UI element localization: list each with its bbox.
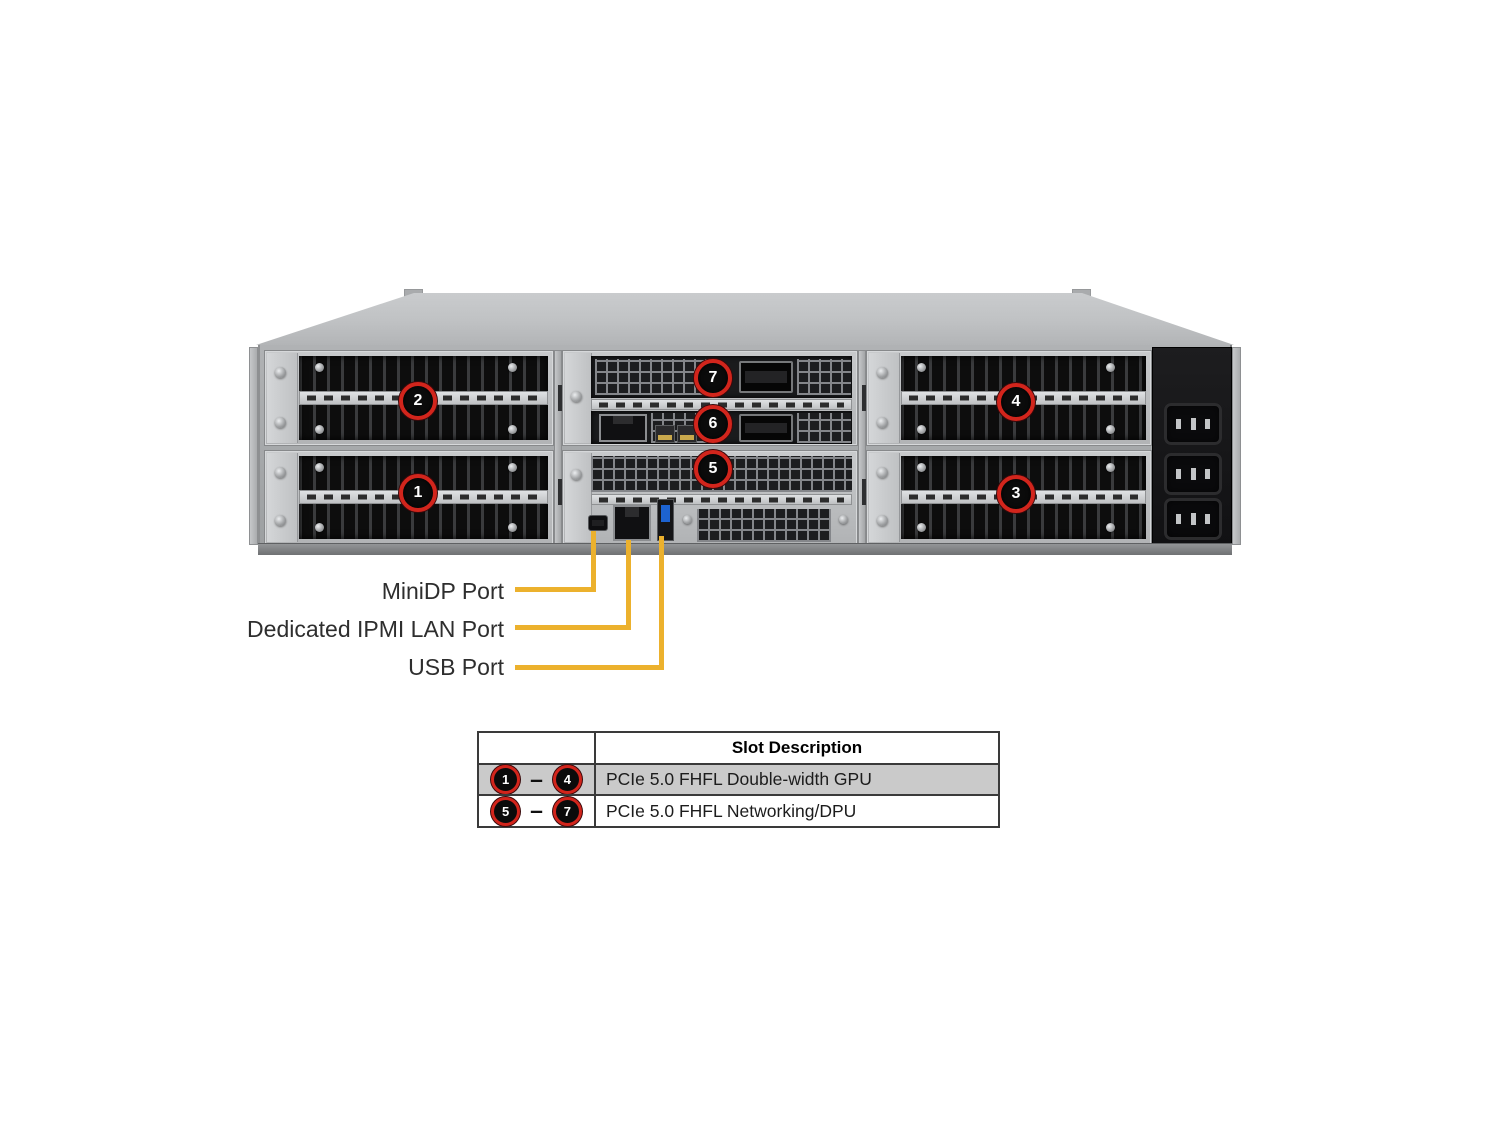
- power-inlet-icon: [1164, 498, 1222, 540]
- slot-description-table: Slot Description 1 – 4 PCIe 5.0 FHFL Dou…: [477, 731, 1000, 828]
- screw-icon: [508, 425, 517, 434]
- slot-badge-2: 2: [399, 382, 437, 420]
- table-header-description-cell: Slot Description: [731, 737, 863, 757]
- slot-bracket: [869, 453, 900, 542]
- screw-icon: [917, 363, 926, 372]
- screw-icon: [571, 469, 582, 480]
- screw-icon: [275, 467, 286, 478]
- lan-port-icon: [599, 414, 647, 442]
- io-perforation: [697, 509, 831, 542]
- table-header-row: Slot Description: [479, 733, 998, 763]
- callout-line-ipmi-vertical: [626, 540, 631, 630]
- slot-badge-7: 7: [694, 359, 732, 397]
- power-inlet-icon: [1164, 403, 1222, 445]
- screw-icon: [1106, 523, 1115, 532]
- screw-icon: [1106, 425, 1115, 434]
- table-row-gpu-slots: 1 – 4 PCIe 5.0 FHFL Double-width GPU: [479, 762, 998, 795]
- callout-line-minidp-horizontal: [515, 587, 596, 592]
- usb-port: [657, 499, 674, 541]
- screw-icon: [508, 363, 517, 372]
- table-header-slots-cell: [479, 733, 596, 763]
- screw-icon: [877, 367, 888, 378]
- screw-icon: [315, 425, 324, 434]
- slot-range-start-badge: 5: [491, 796, 521, 826]
- power-inlet-icon: [1164, 453, 1222, 495]
- callout-label-minidp: MiniDP Port: [381, 578, 504, 604]
- slot-bracket: [267, 453, 298, 542]
- callout-label-ipmi-lan: Dedicated IPMI LAN Port: [247, 616, 504, 642]
- callout-label-usb: USB Port: [408, 654, 504, 680]
- screw-icon: [275, 515, 286, 526]
- slot-rail: [591, 494, 852, 505]
- slot-range-end-badge: 4: [552, 765, 582, 794]
- callout-line-usb-vertical: [659, 536, 664, 670]
- nic-perforation: [797, 359, 851, 395]
- nic-perforation: [797, 413, 851, 443]
- screw-icon: [508, 523, 517, 532]
- server-rear-illustration: 1 2 3 4 5 6 7: [0, 0, 1500, 570]
- nic-perforation: [595, 359, 713, 395]
- callout-line-ipmi-horizontal: [515, 625, 631, 630]
- screw-icon: [315, 523, 324, 532]
- slot-description-cell: PCIe 5.0 FHFL Double-width GPU: [606, 769, 872, 789]
- screw-icon: [917, 523, 926, 532]
- screw-icon: [683, 515, 692, 524]
- slot-badge-5: 5: [694, 450, 732, 488]
- screw-icon: [315, 363, 324, 372]
- table-row-networking-slots: 5 – 7 PCIe 5.0 FHFL Networking/DPU: [479, 794, 998, 827]
- screw-icon: [917, 463, 926, 472]
- pcie-slot-bay-4: [866, 350, 1152, 446]
- slot-badge-3: 3: [997, 475, 1035, 513]
- screw-icon: [275, 367, 286, 378]
- qsfp-port-icon: [739, 414, 793, 442]
- minidp-port: [588, 515, 608, 531]
- ipmi-lan-port: [613, 505, 651, 541]
- slot-range-end-badge: 7: [552, 796, 582, 826]
- qsfp-port-icon: [739, 361, 793, 393]
- bay-divider: [554, 350, 565, 545]
- slot-range-cell: 1 – 4: [479, 764, 596, 795]
- screw-icon: [877, 467, 888, 478]
- screw-icon: [508, 463, 517, 472]
- slot-range-cell: 5 – 7: [479, 796, 596, 827]
- screw-icon: [1106, 463, 1115, 472]
- chassis-right-ear: [1232, 347, 1241, 545]
- slot-badge-4: 4: [997, 383, 1035, 421]
- screw-icon: [917, 425, 926, 434]
- screw-icon: [571, 391, 582, 402]
- bay-divider: [858, 350, 869, 545]
- screw-icon: [1106, 363, 1115, 372]
- slot-range-start-badge: 1: [491, 765, 521, 794]
- callout-line-usb-horizontal: [515, 665, 664, 670]
- slot-badge-1: 1: [399, 474, 437, 512]
- slot-description-cell: PCIe 5.0 FHFL Networking/DPU: [606, 800, 857, 821]
- slot-badge-6: 6: [694, 405, 732, 443]
- screw-icon: [877, 515, 888, 526]
- power-supply-section: [1152, 347, 1232, 545]
- pcie-slot-bay-5-io: [562, 450, 858, 545]
- screw-icon: [877, 417, 888, 428]
- screw-icon: [315, 463, 324, 472]
- chassis-left-ear: [249, 347, 258, 545]
- screw-icon: [275, 417, 286, 428]
- chassis-top-cover: [256, 293, 1234, 345]
- screw-icon: [839, 515, 848, 524]
- callout-line-minidp-vertical: [591, 531, 596, 592]
- sfp-module-icon: [655, 425, 675, 443]
- chassis-bottom-rail: [258, 543, 1232, 555]
